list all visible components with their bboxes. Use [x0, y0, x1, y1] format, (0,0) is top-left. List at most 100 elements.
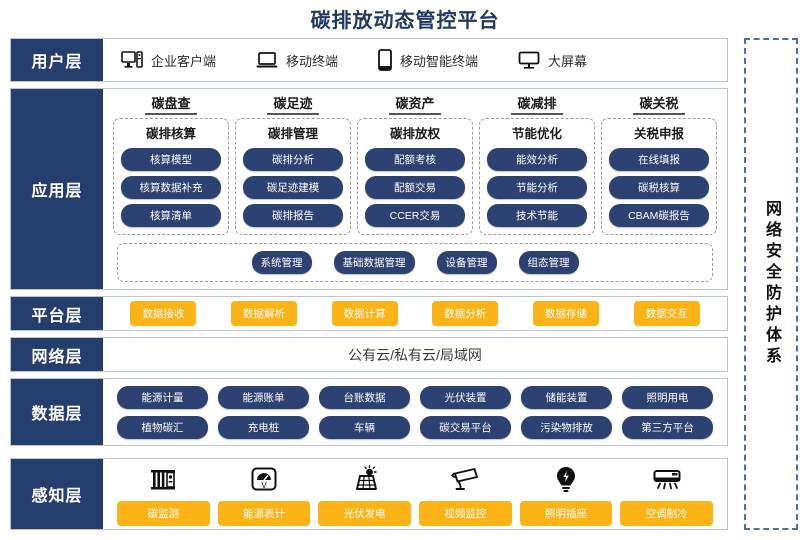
perception-item-solar-power[interactable]: 光伏发电 [318, 462, 412, 526]
data-source-pill[interactable]: 能源账单 [218, 385, 309, 409]
air-conditioner-icon [652, 462, 682, 496]
data-source-pill[interactable]: 光伏装置 [420, 385, 511, 409]
layer-user: 用户层 企业客户端 [10, 38, 728, 82]
app-feature-pill[interactable]: 配额考核 [365, 148, 465, 171]
layer-network-label: 网络层 [11, 338, 103, 371]
layer-application-body: 碳盘查 碳排核算 核算模型 核算数据补充 核算清单 碳足迹 碳排管理 碳排分析 … [103, 89, 727, 289]
perception-item-list: 碳监测 V 能源表计 [117, 462, 714, 526]
app-group-carbon-tariff: 碳关税 关税申报 在线填报 碳税核算 CBAM碳报告 [601, 93, 717, 235]
group-box: 关税申报 在线填报 碳税核算 CBAM碳报告 [601, 118, 717, 235]
app-feature-pill[interactable]: 核算模型 [121, 148, 221, 171]
monitor-icon [518, 51, 540, 69]
energy-meter-icon: V [249, 462, 279, 496]
group-subheading: 节能优化 [511, 127, 562, 141]
app-feature-pill[interactable]: 节能分析 [487, 176, 587, 199]
data-source-pill[interactable]: 照明用电 [622, 385, 713, 409]
layer-platform-body: 数据接收 数据解析 数据计算 数据分析 数据存储 数据交互 [103, 297, 727, 330]
user-item-label: 移动智能终端 [400, 53, 479, 69]
user-item-large-screen[interactable]: 大屏幕 [518, 51, 587, 70]
data-source-pill[interactable]: 碳交易平台 [420, 415, 511, 439]
app-feature-pill[interactable]: CCER交易 [365, 204, 465, 227]
app-feature-pill[interactable]: 在线填报 [609, 148, 709, 171]
app-feature-pill[interactable]: 碳排分析 [243, 148, 343, 171]
platform-pill[interactable]: 数据解析 [230, 301, 297, 326]
data-source-pill[interactable]: 第三方平台 [622, 415, 713, 439]
layer-data: 数据层 能源计量 能源账单 台账数据 光伏装置 储能装置 照明用电 植物碳汇 充… [10, 378, 728, 446]
layer-perception: 感知层 [10, 458, 728, 530]
perception-item-air-conditioning[interactable]: 空调制冷 [620, 462, 714, 526]
data-source-pill[interactable]: 储能装置 [521, 385, 612, 409]
data-source-row-1: 能源计量 能源账单 台账数据 光伏装置 储能装置 照明用电 [117, 385, 713, 409]
platform-pill[interactable]: 数据计算 [331, 301, 398, 326]
layer-application: 应用层 碳盘查 碳排核算 核算模型 核算数据补充 核算清单 碳足迹 碳排管理 [10, 88, 728, 290]
user-item-mobile-terminal[interactable]: 移动终端 [256, 51, 338, 70]
group-subheading: 碳排放权 [389, 127, 440, 141]
group-subheading: 关税申报 [633, 127, 684, 141]
app-feature-pill[interactable]: 核算清单 [121, 204, 221, 227]
user-item-list: 企业客户端 移动终端 [103, 49, 587, 71]
platform-pill[interactable]: 数据交互 [633, 301, 700, 326]
smartphone-icon [378, 49, 392, 71]
user-item-enterprise-client[interactable]: 企业客户端 [121, 51, 216, 70]
layer-data-body: 能源计量 能源账单 台账数据 光伏装置 储能装置 照明用电 植物碳汇 充电桩 车… [103, 379, 727, 445]
app-feature-pill[interactable]: 碳排报告 [243, 204, 343, 227]
light-bulb-icon [551, 462, 581, 496]
platform-pill[interactable]: 数据分析 [432, 301, 499, 326]
cctv-camera-icon [450, 462, 480, 496]
perception-label: 空调制冷 [620, 501, 714, 526]
group-box: 碳排管理 碳排分析 碳足迹建模 碳排报告 [235, 118, 351, 235]
security-system-column: 网络安全防护体系 [744, 38, 798, 530]
app-feature-pill[interactable]: 碳足迹建模 [243, 176, 343, 199]
app-feature-pill[interactable]: 核算数据补充 [121, 176, 221, 199]
app-feature-pill[interactable]: 配额交易 [365, 176, 465, 199]
platform-pill[interactable]: 数据存储 [532, 301, 599, 326]
group-heading: 碳资产 [389, 93, 441, 115]
layer-user-body: 企业客户端 移动终端 [103, 39, 727, 81]
application-common-services: 系统管理 基础数据管理 设备管理 组态管理 [117, 243, 713, 282]
common-service-pill[interactable]: 系统管理 [251, 251, 312, 274]
app-group-carbon-reduction: 碳减排 节能优化 能效分析 节能分析 技术节能 [479, 93, 595, 235]
app-group-carbon-asset: 碳资产 碳排放权 配额考核 配额交易 CCER交易 [357, 93, 473, 235]
group-heading: 碳足迹 [267, 93, 319, 115]
data-source-row-2: 植物碳汇 充电桩 车辆 碳交易平台 污染物排放 第三方平台 [117, 415, 713, 439]
perception-label: 视频监控 [419, 501, 512, 526]
perception-item-carbon-monitor[interactable]: 碳监测 [117, 462, 210, 526]
perception-item-video-surveillance[interactable]: 视频监控 [419, 462, 512, 526]
app-feature-pill[interactable]: 碳税核算 [609, 176, 709, 199]
data-source-pill[interactable]: 充电桩 [218, 415, 309, 439]
data-source-pill[interactable]: 污染物排放 [521, 415, 612, 439]
security-system-label: 网络安全防护体系 [763, 200, 780, 368]
data-source-pill[interactable]: 台账数据 [319, 385, 410, 409]
layer-network-body: 公有云/私有云/局域网 [103, 338, 727, 371]
layer-platform-label: 平台层 [11, 297, 103, 330]
user-item-label: 移动终端 [286, 53, 339, 69]
app-group-carbon-footprint: 碳足迹 碳排管理 碳排分析 碳足迹建模 碳排报告 [235, 93, 351, 235]
platform-item-list: 数据接收 数据解析 数据计算 数据分析 数据存储 数据交互 [103, 301, 727, 326]
solar-panel-icon [350, 462, 380, 496]
user-item-label: 企业客户端 [151, 53, 217, 69]
layer-application-label: 应用层 [11, 89, 103, 289]
perception-label: 照明插座 [519, 501, 613, 526]
group-box: 碳排核算 核算模型 核算数据补充 核算清单 [113, 118, 229, 235]
application-group-list: 碳盘查 碳排核算 核算模型 核算数据补充 核算清单 碳足迹 碳排管理 碳排分析 … [113, 93, 717, 235]
common-service-pill[interactable]: 基础数据管理 [333, 251, 415, 274]
data-source-pill[interactable]: 植物碳汇 [117, 415, 208, 439]
group-subheading: 碳排管理 [267, 127, 318, 141]
data-source-pill[interactable]: 能源计量 [117, 385, 208, 409]
perception-item-energy-meter[interactable]: V 能源表计 [217, 462, 311, 526]
perception-label: 碳监测 [117, 501, 210, 526]
data-source-pill[interactable]: 车辆 [319, 415, 410, 439]
user-item-smart-terminal[interactable]: 移动智能终端 [378, 49, 478, 71]
layer-network: 网络层 公有云/私有云/局域网 [10, 337, 728, 372]
app-group-carbon-inventory: 碳盘查 碳排核算 核算模型 核算数据补充 核算清单 [113, 93, 229, 235]
page-title: 碳排放动态管控平台 [310, 10, 500, 32]
perception-item-lighting-socket[interactable]: 照明插座 [519, 462, 613, 526]
app-feature-pill[interactable]: 技术节能 [487, 204, 587, 227]
app-feature-pill[interactable]: CBAM碳报告 [609, 204, 709, 227]
app-feature-pill[interactable]: 能效分析 [487, 148, 587, 171]
network-description: 公有云/私有云/局域网 [348, 346, 482, 363]
common-service-pill[interactable]: 组态管理 [518, 251, 579, 274]
common-service-pill[interactable]: 设备管理 [436, 251, 497, 274]
platform-pill[interactable]: 数据接收 [130, 301, 197, 326]
group-heading: 碳关税 [633, 93, 685, 115]
